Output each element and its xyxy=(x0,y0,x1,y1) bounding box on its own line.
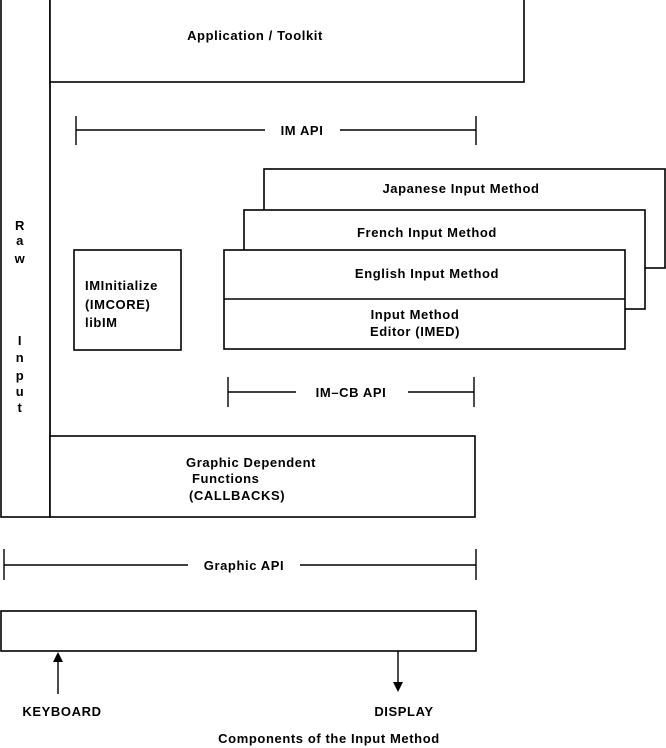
graphic-dependent-label: Graphic Dependent xyxy=(186,455,316,470)
functions-label: Functions xyxy=(192,471,260,486)
hardware-box xyxy=(0,610,477,652)
graphic-api-label: Graphic API xyxy=(204,558,285,573)
keyboard-arrow-icon xyxy=(53,652,63,662)
imed-label-line1: Input Method xyxy=(371,307,460,322)
display-label: DISPLAY xyxy=(374,704,433,719)
raw-input-letter: u xyxy=(16,384,25,399)
imcore-label: (IMCORE) xyxy=(85,297,150,312)
application-toolkit-box xyxy=(49,0,525,83)
callbacks-label: (CALLBACKS) xyxy=(189,488,285,503)
raw-input-letter: a xyxy=(16,233,24,248)
raw-input-letter: R xyxy=(15,218,25,233)
imcb-api-label: IM–CB API xyxy=(316,385,387,400)
iminitialize-box xyxy=(73,249,182,351)
libim-label: libIM xyxy=(85,315,118,330)
display-arrow-icon xyxy=(393,682,403,692)
iminitialize-label: IMInitialize xyxy=(85,278,158,293)
imed-label-line2: Editor (IMED) xyxy=(370,324,460,339)
french-input-method-label: French Input Method xyxy=(357,225,497,240)
application-toolkit-label: Application / Toolkit xyxy=(187,28,323,43)
keyboard-label: KEYBOARD xyxy=(22,704,101,719)
japanese-input-method-label: Japanese Input Method xyxy=(382,181,539,196)
raw-input-letter: I xyxy=(18,333,22,348)
raw-input-letter: n xyxy=(16,350,25,365)
english-input-method-label: English Input Method xyxy=(355,266,499,281)
raw-input-column xyxy=(0,0,51,518)
raw-input-letter: p xyxy=(16,368,25,383)
raw-input-letter: t xyxy=(18,400,23,415)
graphic-dependent-functions-box xyxy=(49,435,476,518)
im-api-label: IM API xyxy=(281,123,324,138)
raw-input-letter: w xyxy=(14,251,26,266)
diagram-caption: Components of the Input Method xyxy=(218,731,440,746)
